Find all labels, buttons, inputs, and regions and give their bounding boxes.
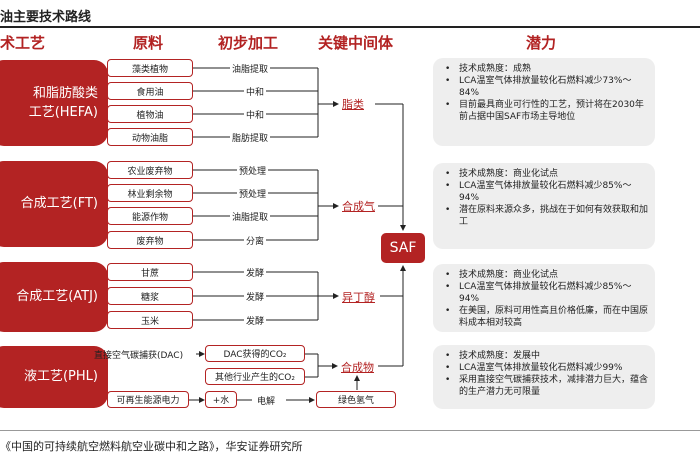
header-process: 术工艺 — [0, 34, 46, 52]
green-hydrogen-box: 绿色氢气 — [316, 391, 396, 408]
raw-box: 废弃物 — [107, 231, 193, 249]
potential-item: 技术成熟度：商业化试点 — [443, 168, 649, 180]
raw-box: 动物油脂 — [107, 128, 193, 146]
potential-panel-phl: 技术成熟度：发展中 LCA温室气体排放量较化石燃料减少99% 采用直接空气碳捕获… — [433, 345, 655, 409]
process-phl: 液工艺(PHL) — [0, 346, 108, 408]
intermediate-isobutanol: 异丁醇 — [342, 291, 375, 304]
potential-item: 目前最具商业可行性的工艺，预计将在2030年前占据中国SAF市场主导地位 — [443, 99, 649, 123]
header-potential: 潜力 — [526, 34, 557, 52]
intermediate-synthetic: 合成物 — [341, 361, 374, 374]
page-title: 油主要技术路线 — [0, 10, 92, 25]
dac-label: 直接空气碳捕获(DAC) — [94, 351, 184, 361]
raw-box: 食用油 — [107, 82, 193, 100]
header-raw: 原料 — [133, 34, 164, 52]
intermediate-syngas: 合成气 — [342, 200, 375, 213]
potential-item: 采用直接空气碳捕获技术，减排潜力巨大，蕴含的生产潜力无可限量 — [443, 374, 649, 398]
raw-box: 林业剩余物 — [107, 184, 193, 202]
water-box: +水 — [205, 391, 237, 408]
process-hefa: 和脂肪酸类 工艺(HEFA) — [0, 60, 108, 146]
prelim-step: 分离 — [244, 234, 267, 247]
prelim-step: 发酵 — [244, 290, 267, 303]
potential-item: LCA温室气体排放量较化石燃料减少85%～94% — [443, 180, 649, 204]
potential-item: 技术成熟度：发展中 — [443, 350, 649, 362]
potential-item: LCA温室气体排放量较化石燃料减少73%～84% — [443, 75, 649, 99]
potential-panel-ft: 技术成熟度：商业化试点 LCA温室气体排放量较化石燃料减少85%～94% 潜在原… — [433, 163, 655, 249]
intermediate-lipids: 脂类 — [342, 98, 364, 111]
saf-node: SAF — [381, 233, 425, 263]
prelim-step: 中和 — [244, 108, 267, 121]
title-divider — [0, 26, 700, 28]
renewable-power-box: 可再生能源电力 — [107, 391, 189, 408]
electrolysis-label: 电解 — [255, 394, 278, 407]
prelim-step: 发酵 — [244, 314, 267, 327]
raw-box: 能源作物 — [107, 207, 193, 225]
prelim-step: 预处理 — [237, 164, 269, 177]
prelim-step: 油脂提取 — [230, 210, 271, 223]
prelim-step: 中和 — [244, 85, 267, 98]
potential-item: 技术成熟度：成熟 — [443, 63, 649, 75]
raw-box: 植物油 — [107, 105, 193, 123]
raw-box: 藻类植物 — [107, 59, 193, 77]
prelim-step: 预处理 — [237, 187, 269, 200]
potential-item: LCA温室气体排放量较化石燃料减少85%～94% — [443, 281, 649, 305]
raw-box: 糖浆 — [107, 287, 193, 305]
dac-co2-box: DAC获得的CO₂ — [205, 345, 305, 362]
potential-item: LCA温室气体排放量较化石燃料减少99% — [443, 362, 649, 374]
source-divider — [0, 430, 700, 431]
potential-panel-atj: 技术成熟度：商业化试点 LCA温室气体排放量较化石燃料减少85%～94% 在美国… — [433, 264, 655, 332]
source-note: 《中国的可持续航空燃料航空业碳中和之路》，华安证券研究所 — [0, 440, 303, 453]
prelim-step: 发酵 — [244, 266, 267, 279]
raw-box: 农业废弃物 — [107, 161, 193, 179]
prelim-step: 脂肪提取 — [230, 131, 271, 144]
industry-co2-box: 其他行业产生的CO₂ — [205, 368, 305, 385]
potential-item: 在美国，原料可用性高且价格低廉，而在中国原料成本相对较高 — [443, 305, 649, 329]
raw-box: 玉米 — [107, 311, 193, 329]
potential-panel-hefa: 技术成熟度：成熟 LCA温室气体排放量较化石燃料减少73%～84% 目前最具商业… — [433, 58, 655, 146]
prelim-step: 油脂提取 — [230, 62, 271, 75]
header-intermediate: 关键中间体 — [318, 34, 394, 52]
process-ft: 合成工艺(FT) — [0, 161, 108, 247]
potential-item: 潜在原料来源众多，挑战在于如何有效获取和加工 — [443, 204, 649, 228]
potential-item: 技术成熟度：商业化试点 — [443, 269, 649, 281]
raw-box: 甘蔗 — [107, 263, 193, 281]
header-prelim: 初步加工 — [218, 34, 279, 52]
process-atj: 合成工艺(ATJ) — [0, 262, 108, 332]
